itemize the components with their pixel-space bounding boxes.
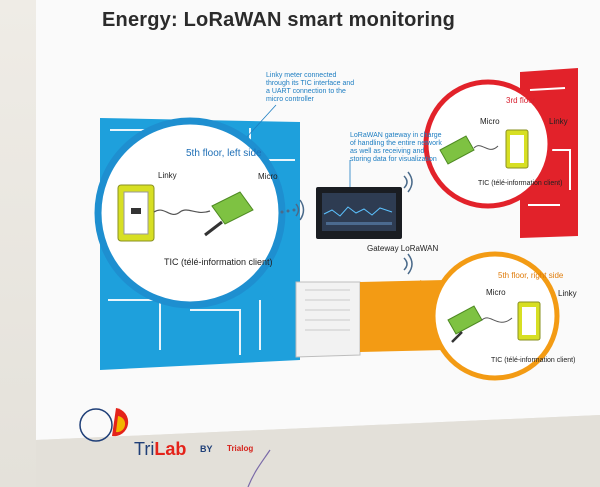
bottom-right-linky-label: Linky [558,289,577,298]
logo-tri-text: Tri [134,439,155,459]
top-right-circle [423,79,553,209]
linky-note: Linky meter connected through its TIC in… [266,72,355,103]
logo-by-text: BY [200,444,213,454]
left-circle-title: 5th floor, left side [186,148,262,159]
top-right-circle-title: 3rd floor [506,96,536,105]
bottom-right-micro-label: Micro [486,288,506,297]
top-right-micro-label: Micro [480,117,500,126]
left-linky-label: Linky [158,171,177,180]
bottom-right-circle-title: 5th floor, right side [498,271,564,280]
gateway-device [316,187,402,239]
left-circle [94,117,286,309]
top-right-tic-label: TIC (télé-information client) [478,180,563,187]
bottom-right-tic-label: TIC (télé-information client) [491,357,576,364]
trialog-logo-text: Trialog [227,444,254,453]
left-tic-label: TIC (télé-information client) [164,257,273,267]
poster: Energy: LoRaWAN smart monitoring Linky m… [36,0,600,487]
left-micro-label: Micro [258,172,278,181]
top-right-linky-label: Linky [549,117,568,126]
left-micro-board [211,191,254,225]
poster-artwork [36,0,600,487]
gateway-note: LoRaWAN gateway in charge of handling th… [350,132,442,163]
bottom-right-circle [420,251,560,381]
logo-lab-text: Lab [154,439,187,459]
trilab-logo-mark [79,408,129,442]
trilab-logo-text: TriLab [134,439,186,460]
gateway-label: Gateway LoRaWAN [367,244,439,253]
poster-title: Energy: LoRaWAN smart monitoring [102,9,456,31]
orange-floor-area [360,280,445,352]
